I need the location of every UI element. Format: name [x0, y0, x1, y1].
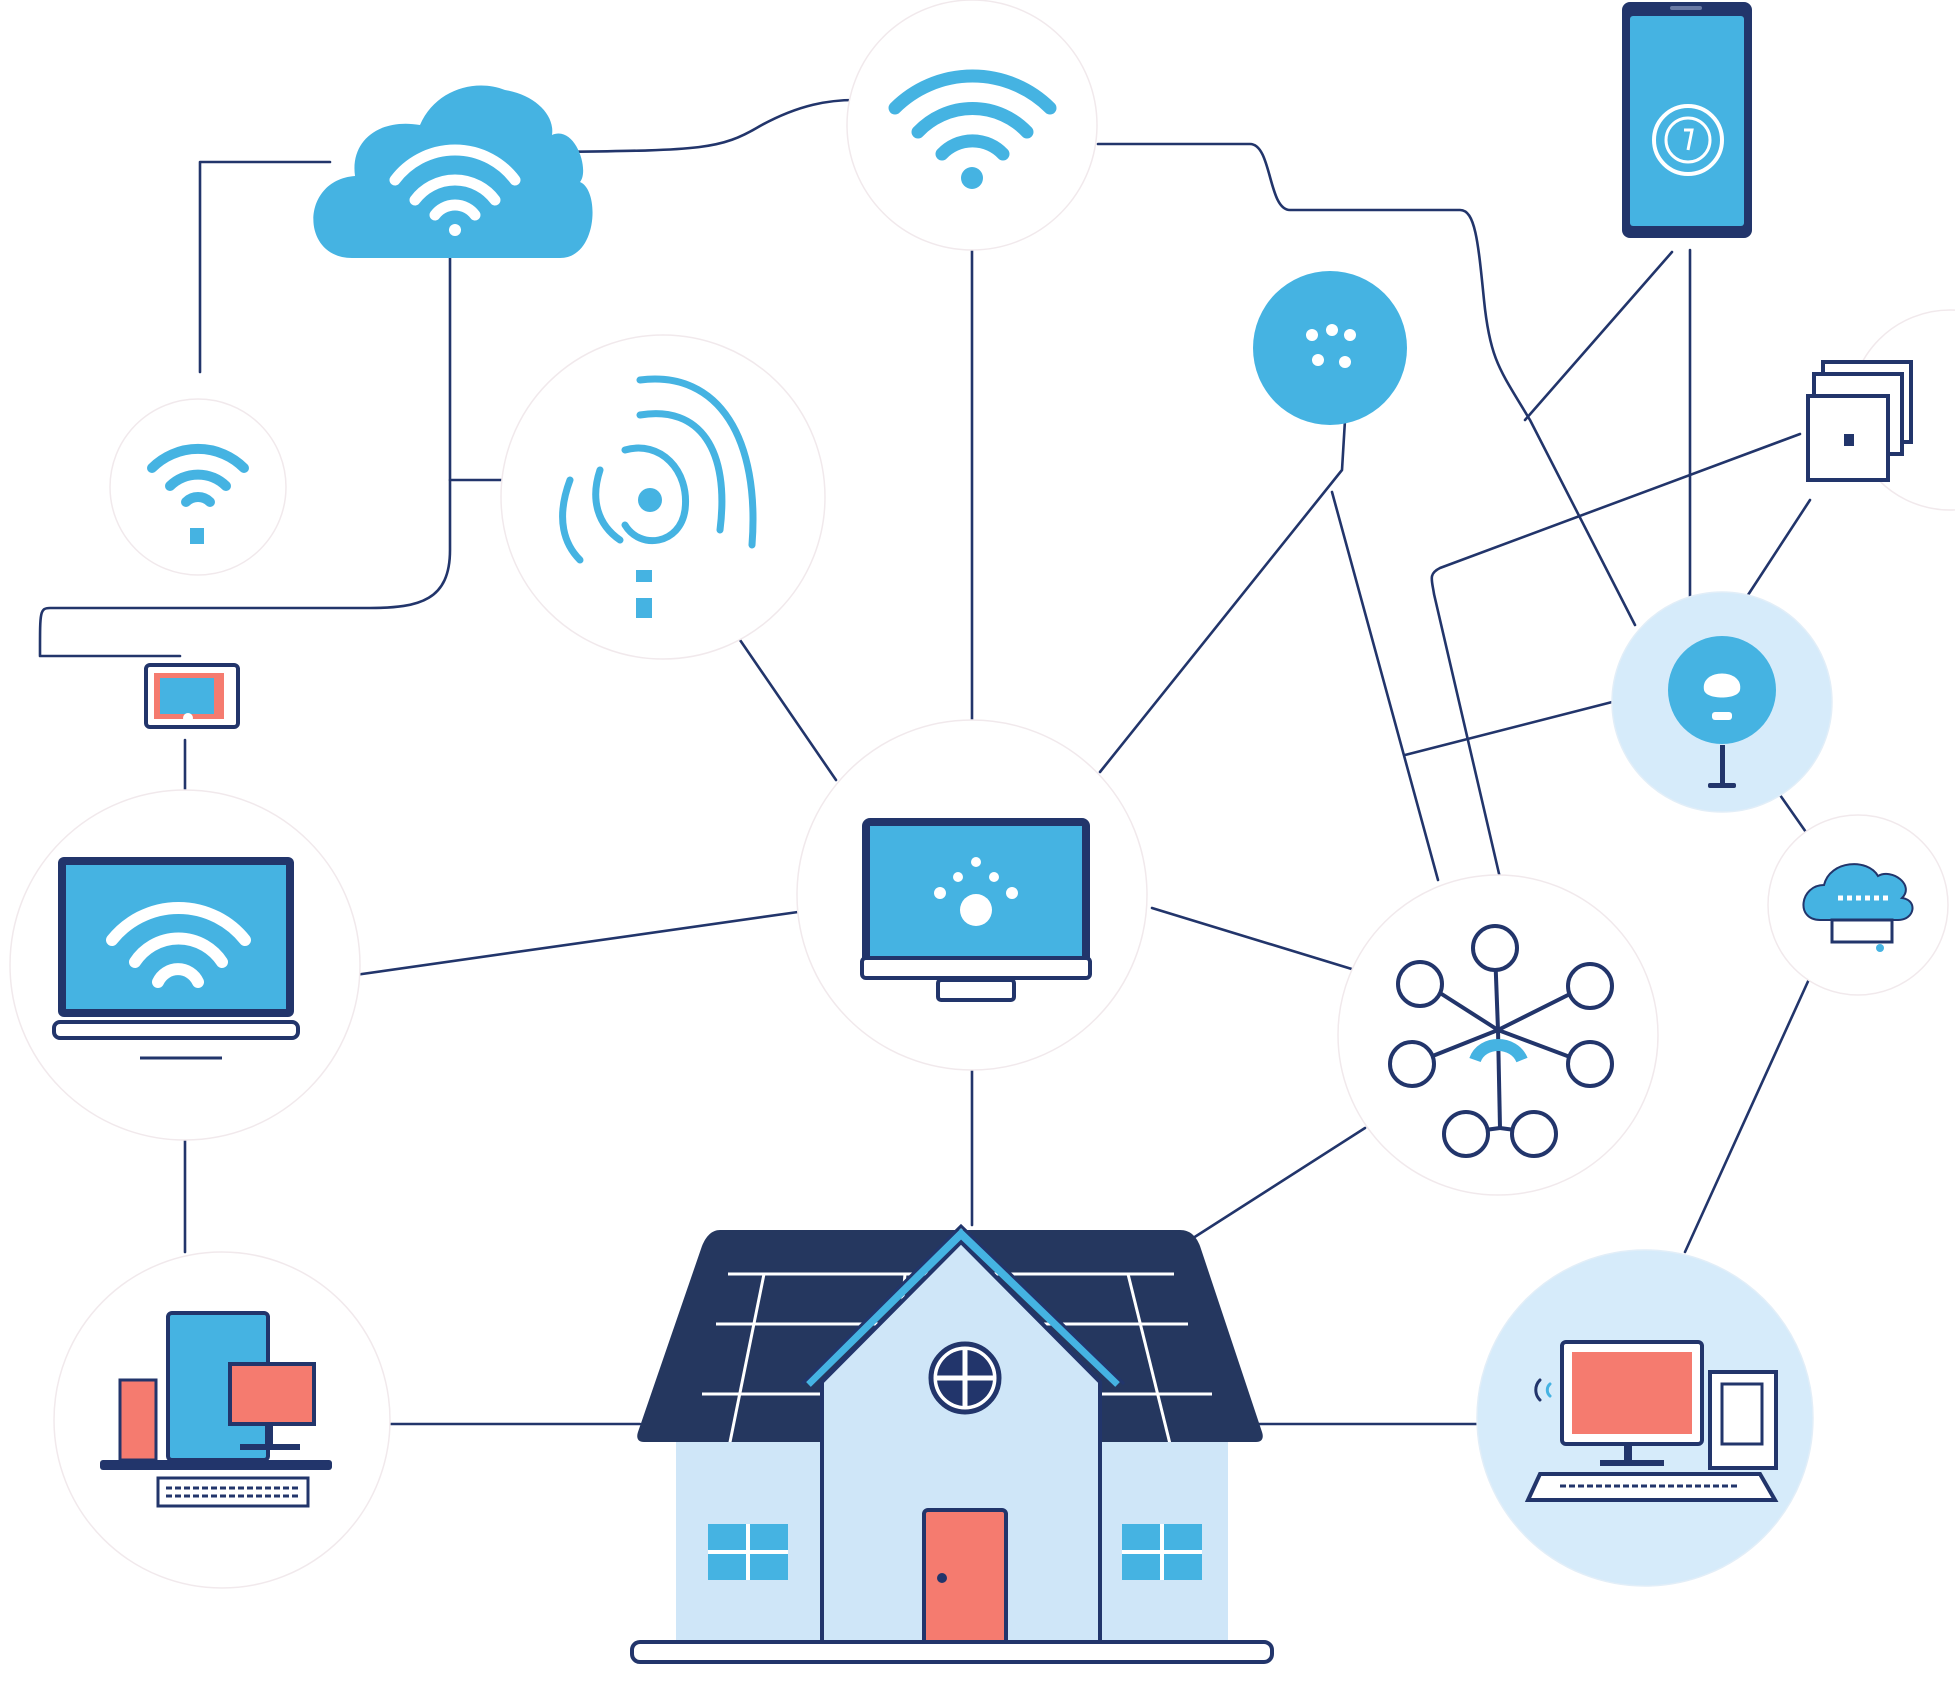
desktop-computer-icon	[1524, 1340, 1779, 1502]
wifi-icon	[888, 69, 1057, 189]
link-cloud-router	[38, 253, 452, 658]
ring-wifi-top	[846, 0, 1098, 251]
link-cloud-desktop	[1683, 975, 1812, 1254]
smart-bulb-icon	[1668, 636, 1776, 788]
link-bulb-junction	[1403, 698, 1622, 757]
smartphone-icon	[1622, 2, 1752, 238]
wireless-signal-icon	[559, 375, 757, 618]
link-storage-hub	[1430, 432, 1802, 880]
link-wifitop-right	[1096, 142, 1637, 627]
link-phone-diag	[1523, 250, 1674, 422]
link-signal-monitor	[738, 638, 838, 782]
blue-dot-node	[1253, 271, 1407, 425]
link-cloud-wifitop	[560, 98, 857, 154]
cloud-storage-icon	[1802, 863, 1914, 952]
connection-lines	[38, 98, 1812, 1426]
link-bulb-cloud	[1778, 793, 1810, 837]
link-monitor-hub	[1150, 906, 1357, 972]
ring-signal	[500, 334, 826, 660]
link-dot-monitor	[1098, 418, 1347, 774]
desk-devices-icon	[100, 1311, 332, 1508]
link-storage-bulb	[1746, 498, 1812, 597]
cloud-wifi-icon	[313, 85, 593, 258]
power-adapter-icon	[144, 663, 240, 729]
wifi-small-icon	[147, 443, 249, 544]
storage-box-icon	[1806, 360, 1913, 482]
network-hub-icon	[1388, 924, 1614, 1158]
smart-house-icon	[630, 1223, 1274, 1664]
device-dot-icon	[1306, 324, 1356, 368]
link-hub-house	[1188, 1126, 1367, 1242]
ring-wifi-small	[109, 398, 287, 576]
link-cloud-left	[198, 160, 332, 374]
link-laptop-monitor	[353, 910, 800, 977]
laptop-wifi-icon	[52, 857, 300, 1060]
link-dot-hub	[1330, 490, 1440, 882]
monitor-hub-icon	[860, 818, 1092, 1002]
